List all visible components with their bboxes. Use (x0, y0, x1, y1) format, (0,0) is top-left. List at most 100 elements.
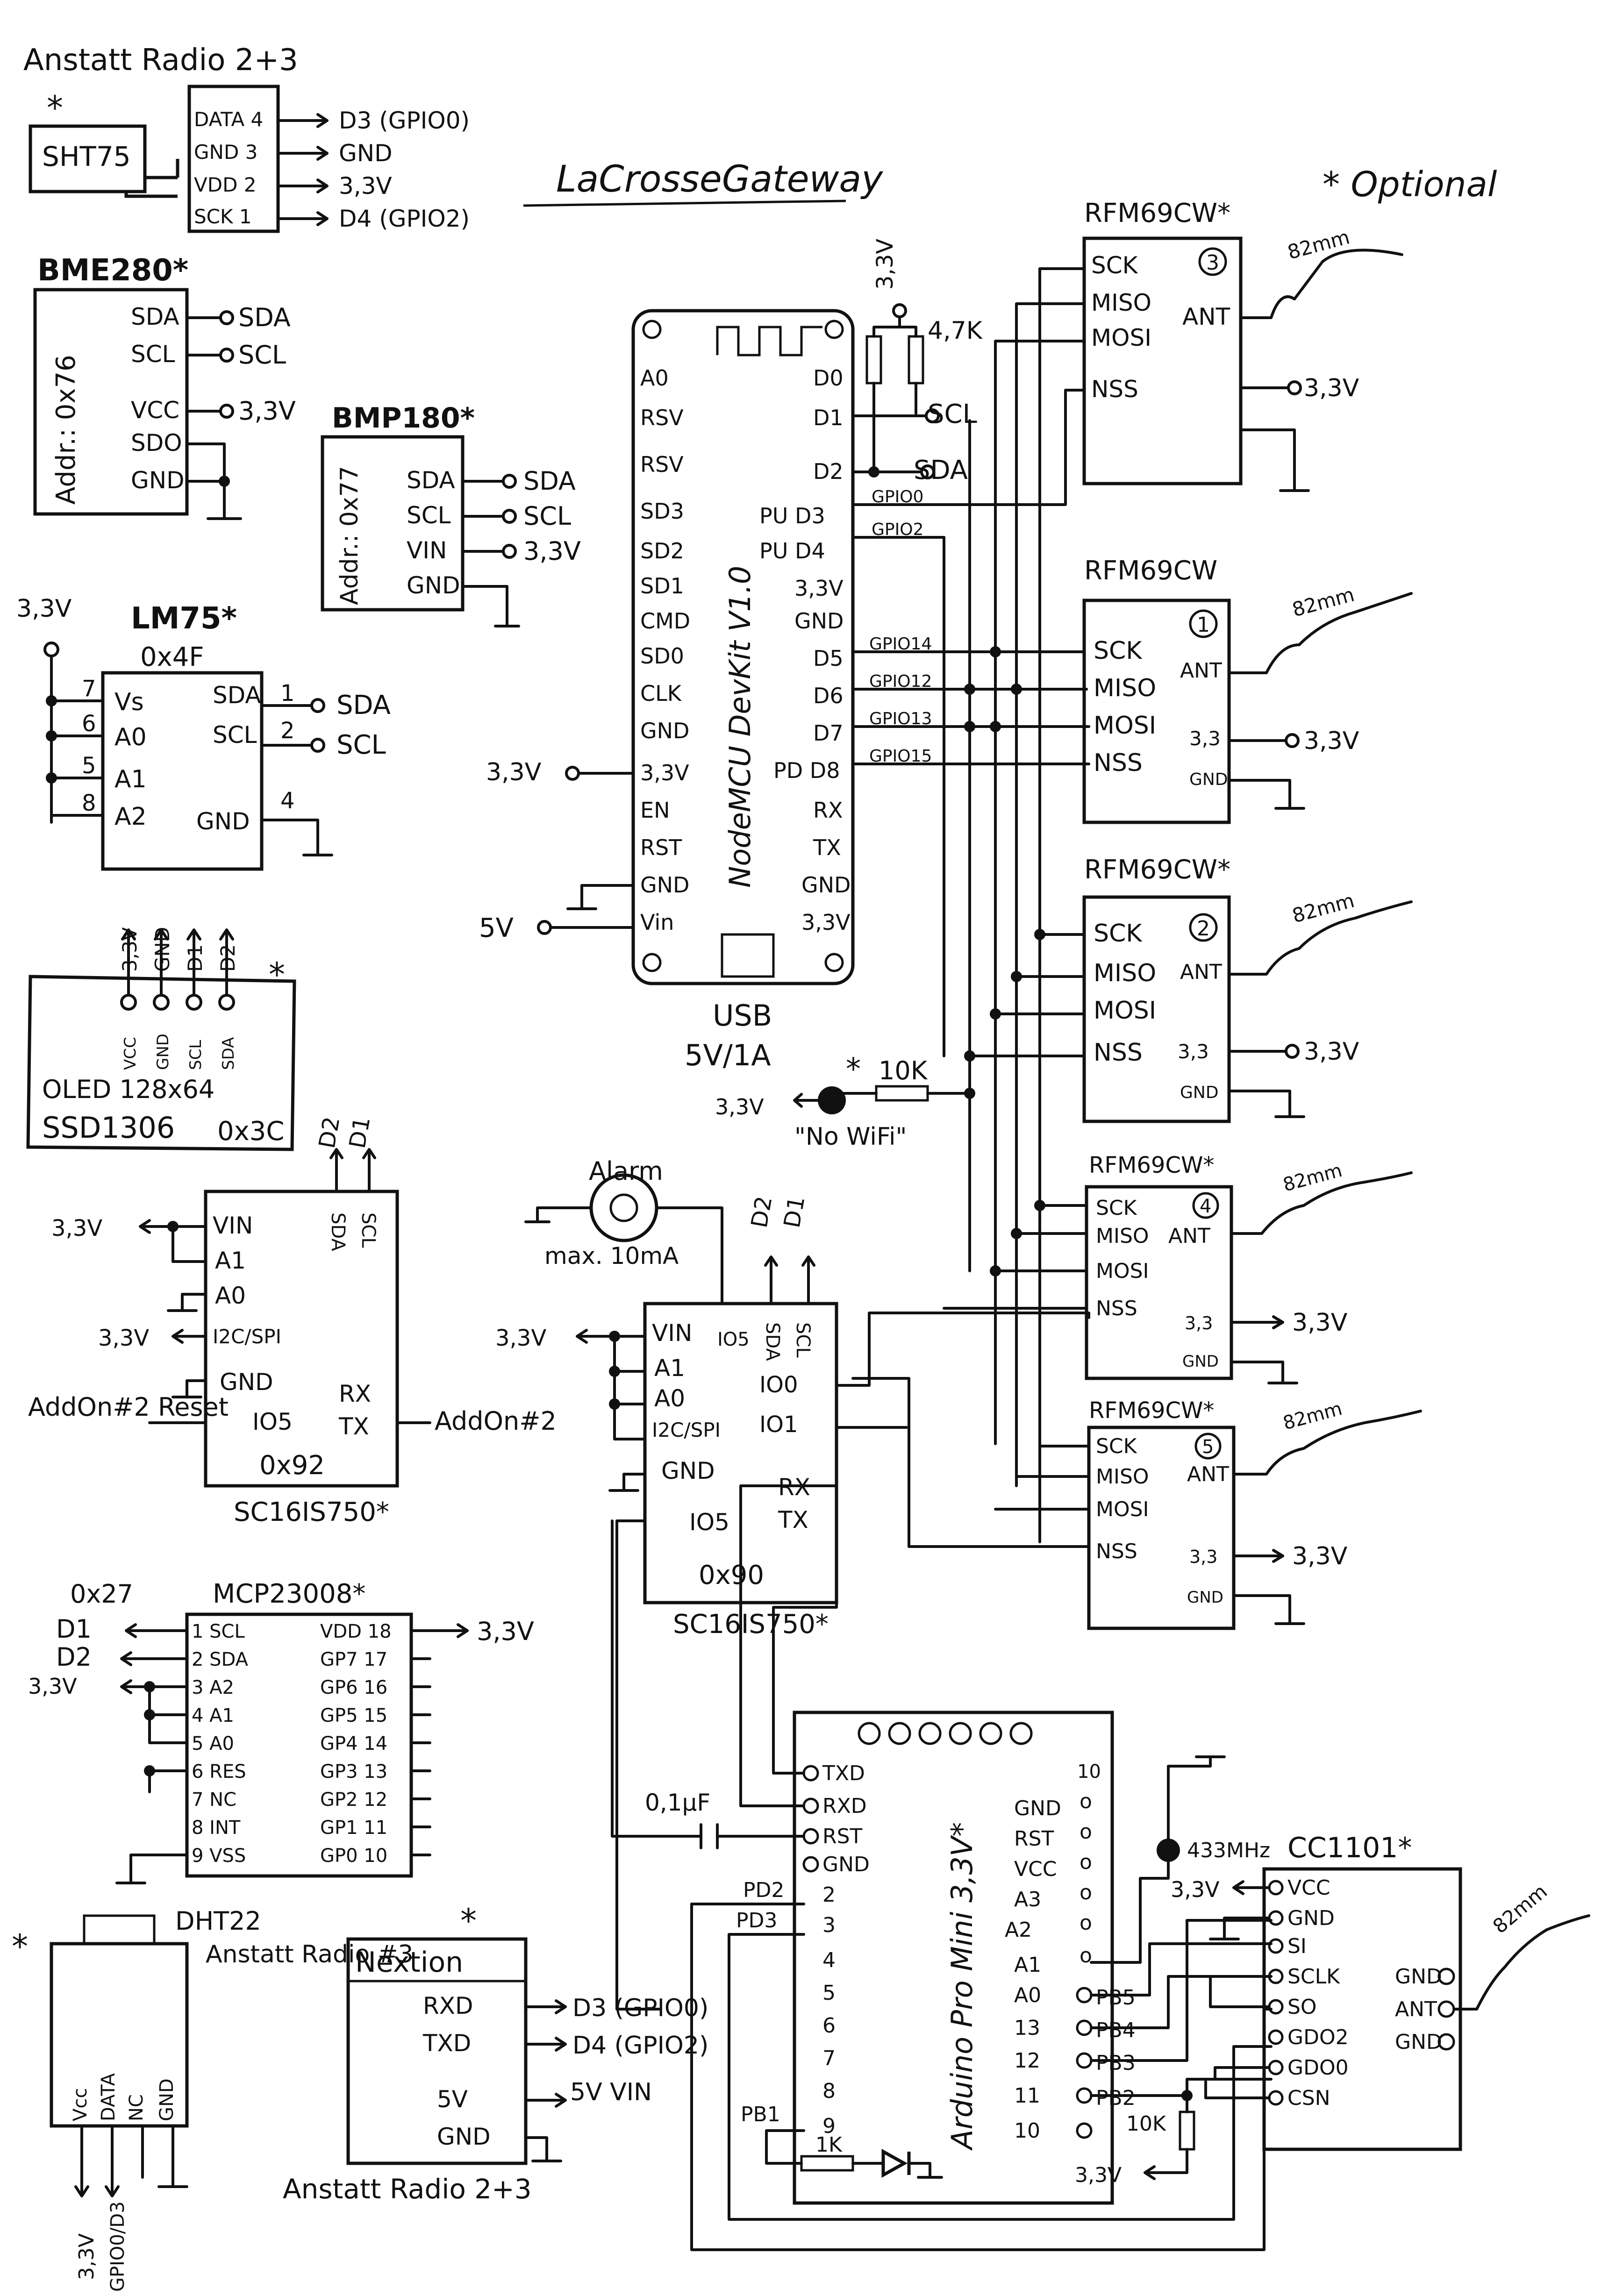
rfm1-pin-sck: SCK (1094, 637, 1143, 665)
lm75-pin-gnd: GND (196, 808, 250, 835)
oled-star: * (269, 955, 285, 994)
rfm3-pin-ant: ANT (1182, 303, 1230, 330)
sc2-supply: 3,3V (495, 1325, 546, 1351)
rfm2-pin-gnd: GND (1180, 1083, 1219, 1102)
nodemcu-pin-sd1: SD1 (640, 573, 684, 599)
rfm2-label: RFM69CW* (1084, 855, 1230, 885)
lm75-pin8: 8 (82, 790, 96, 816)
sc2-bus-d1: D1 (779, 1194, 810, 1230)
arduino-pin-rst-r: RST (1014, 1827, 1054, 1851)
sc2-pin-io0: IO0 (759, 1372, 798, 1398)
rfm5-pin-ant: ANT (1187, 1462, 1229, 1486)
nodemcu-pin-gnd1: GND (640, 718, 689, 743)
dht-pin-gnd: GND (156, 2078, 178, 2121)
sc2-pin-a0: A0 (654, 1385, 685, 1412)
arduino-pin-gnd-r: GND (1014, 1797, 1061, 1820)
nodemcu-pin-rsv2: RSV (640, 452, 684, 477)
rfm3-supply: 3,3V (1304, 374, 1359, 402)
arduino-pb5: PB5 (1096, 1986, 1136, 2010)
bmp180-net-scl: SCL (523, 501, 571, 531)
arduino-right-pad-2: o (1080, 1820, 1092, 1844)
arduino-res10k: 10K (1126, 2112, 1166, 2136)
rfm2-pin-miso: MISO (1094, 959, 1156, 987)
arduino-pin-vcc: VCC (1014, 1857, 1057, 1881)
lm75-sensor: 3,3V LM75* 0x4F 7 6 5 8 Vs A0 A1 A2 SDA … (16, 595, 391, 871)
arduino-pb3: PB3 (1096, 2051, 1136, 2075)
sht75-sensor: * SHT75 DATA 4 GND 3 VDD 2 SCK 1 D3 (GPI… (29, 85, 470, 233)
sht75-net-data: D3 (GPIO0) (339, 107, 470, 134)
sc1-bus-d1: D1 (344, 1115, 376, 1150)
rfm5-number: 5 (1202, 1436, 1214, 1458)
bme280-sensor: BME280* Addr.: 0x76 SDA SCL VCC SDO GND … (33, 253, 296, 520)
rfm5-pin-sck: SCK (1096, 1434, 1137, 1458)
nodemcu-in-3v3: 3,3V (486, 758, 542, 786)
sc2-pin-a1: A1 (654, 1355, 685, 1382)
arduino-pin-12: 12 (1014, 2049, 1040, 2073)
rfm69-1: RFM69CW SCK MISO MOSI NSS 1 ANT 82mm 3,3… (1059, 556, 1413, 824)
arduino-right-pad-5: o (1080, 1911, 1092, 1935)
cc1101-left-pads (1268, 1880, 1284, 2106)
lm75-net-sda: SDA (336, 690, 391, 720)
alarm-label: Alarm (589, 1156, 663, 1186)
mcp-pin-15: GP5 15 (320, 1705, 387, 1726)
nextion-pin-5v: 5V (437, 2086, 468, 2113)
cc1101-pin-so: SO (1287, 1995, 1317, 2019)
arduino-pin-a2: A2 (1005, 1918, 1032, 1942)
lm75-pin6: 6 (82, 711, 96, 737)
nextion-net-rxd: D3 (GPIO0) (572, 1994, 708, 2022)
rfm5-pin-mosi: MOSI (1096, 1497, 1149, 1521)
arduino-right-pad-6: o (1080, 1944, 1092, 1968)
bme280-label: BME280* (37, 253, 188, 288)
nodemcu-pin-d4: PU D4 (759, 538, 825, 563)
arduino-right-pad-1: o (1080, 1790, 1092, 1813)
rfm4-pin-sck: SCK (1096, 1196, 1137, 1220)
arduino-pin-7: 7 (822, 2046, 836, 2070)
cc1101-pin-sclk: SCLK (1287, 1965, 1340, 1989)
alarm-buzzer: Alarm max. 10mA (524, 1156, 723, 1305)
nodemcu-pin-d8: PD D8 (773, 758, 840, 783)
rfm5-pin-nss: NSS (1096, 1540, 1137, 1563)
spi-bus (851, 279, 1090, 1543)
sc1-supply-vin: 3,3V (51, 1215, 102, 1241)
sc1-pin-scl: SCL (357, 1212, 379, 1248)
sc1-addr: 0x92 (259, 1450, 325, 1481)
arduino-left-pads (802, 1765, 819, 1873)
sc1-addon-reset: AddOn#2 Reset (28, 1392, 229, 1422)
diagram-title: LaCrosseGateway (556, 158, 884, 200)
mcp-pin-17: GP7 17 (320, 1649, 387, 1670)
nodemcu-board: A0 RSV RSV SD3 SD2 SD1 CMD SD0 CLK GND 3… (479, 309, 932, 1072)
mcp-pin-9: 9 VSS (192, 1845, 246, 1867)
nodemcu-usb: USB (713, 998, 772, 1033)
mcp-pin-6: 6 RES (192, 1761, 246, 1783)
bmp180-pin-sda: SDA (407, 467, 455, 494)
lm75-pin-sda: SDA (213, 682, 261, 709)
arduino-pin-rxd: RXD (822, 1794, 867, 1818)
alarm-note: max. 10mA (544, 1242, 679, 1269)
bmp180-sensor: BMP180* Addr.: 0x77 SDA SCL VIN GND SDA … (321, 402, 581, 627)
arduino-pin-a0: A0 (1014, 1983, 1041, 2007)
nodemcu-pin-rx: RX (813, 798, 843, 823)
bme280-pin-sdo: SDO (131, 429, 182, 456)
oled-pin-gnd: GND (154, 1034, 172, 1070)
nextion-label: Nextion (355, 1946, 463, 1979)
lm75-pin-a1: A1 (114, 765, 147, 793)
cc1101-right-ant: ANT (1395, 1997, 1437, 2021)
sc16is750-0x90: D2 D1 VIN A1 A0 I2C/SPI GND SDA SCL IO0 … (495, 1194, 1090, 2011)
bme280-net-vcc: 3,3V (238, 396, 296, 426)
lm75-addr: 0x4F (140, 642, 204, 672)
nodemcu-pin-d1: D1 (813, 405, 844, 430)
rfm5-pin-3v3: 3,3 (1189, 1547, 1217, 1567)
nodemcu-right-pins: D0 D1 D2 PU D3 PU D4 3,3V GND D5 D6 D7 P… (759, 365, 851, 935)
lm75-pin1: 1 (280, 680, 295, 706)
mcp-pin-16: GP6 16 (320, 1677, 387, 1698)
cc1101-supply: 3,3V (1171, 1877, 1220, 1902)
arduino-pin-6: 6 (822, 2014, 836, 2038)
rfm4-pin-mosi: MOSI (1096, 1259, 1149, 1283)
rfm4-supply: 3,3V (1292, 1309, 1348, 1337)
mcp-pin-4: 4 A1 (192, 1705, 234, 1726)
sc2-pin-io7: IO5 (717, 1329, 750, 1350)
mcp-net-d1: D1 (56, 1614, 92, 1644)
nodemcu-pin-d3: PU D3 (759, 503, 825, 528)
arduino-pin-13: 13 (1014, 2016, 1040, 2040)
